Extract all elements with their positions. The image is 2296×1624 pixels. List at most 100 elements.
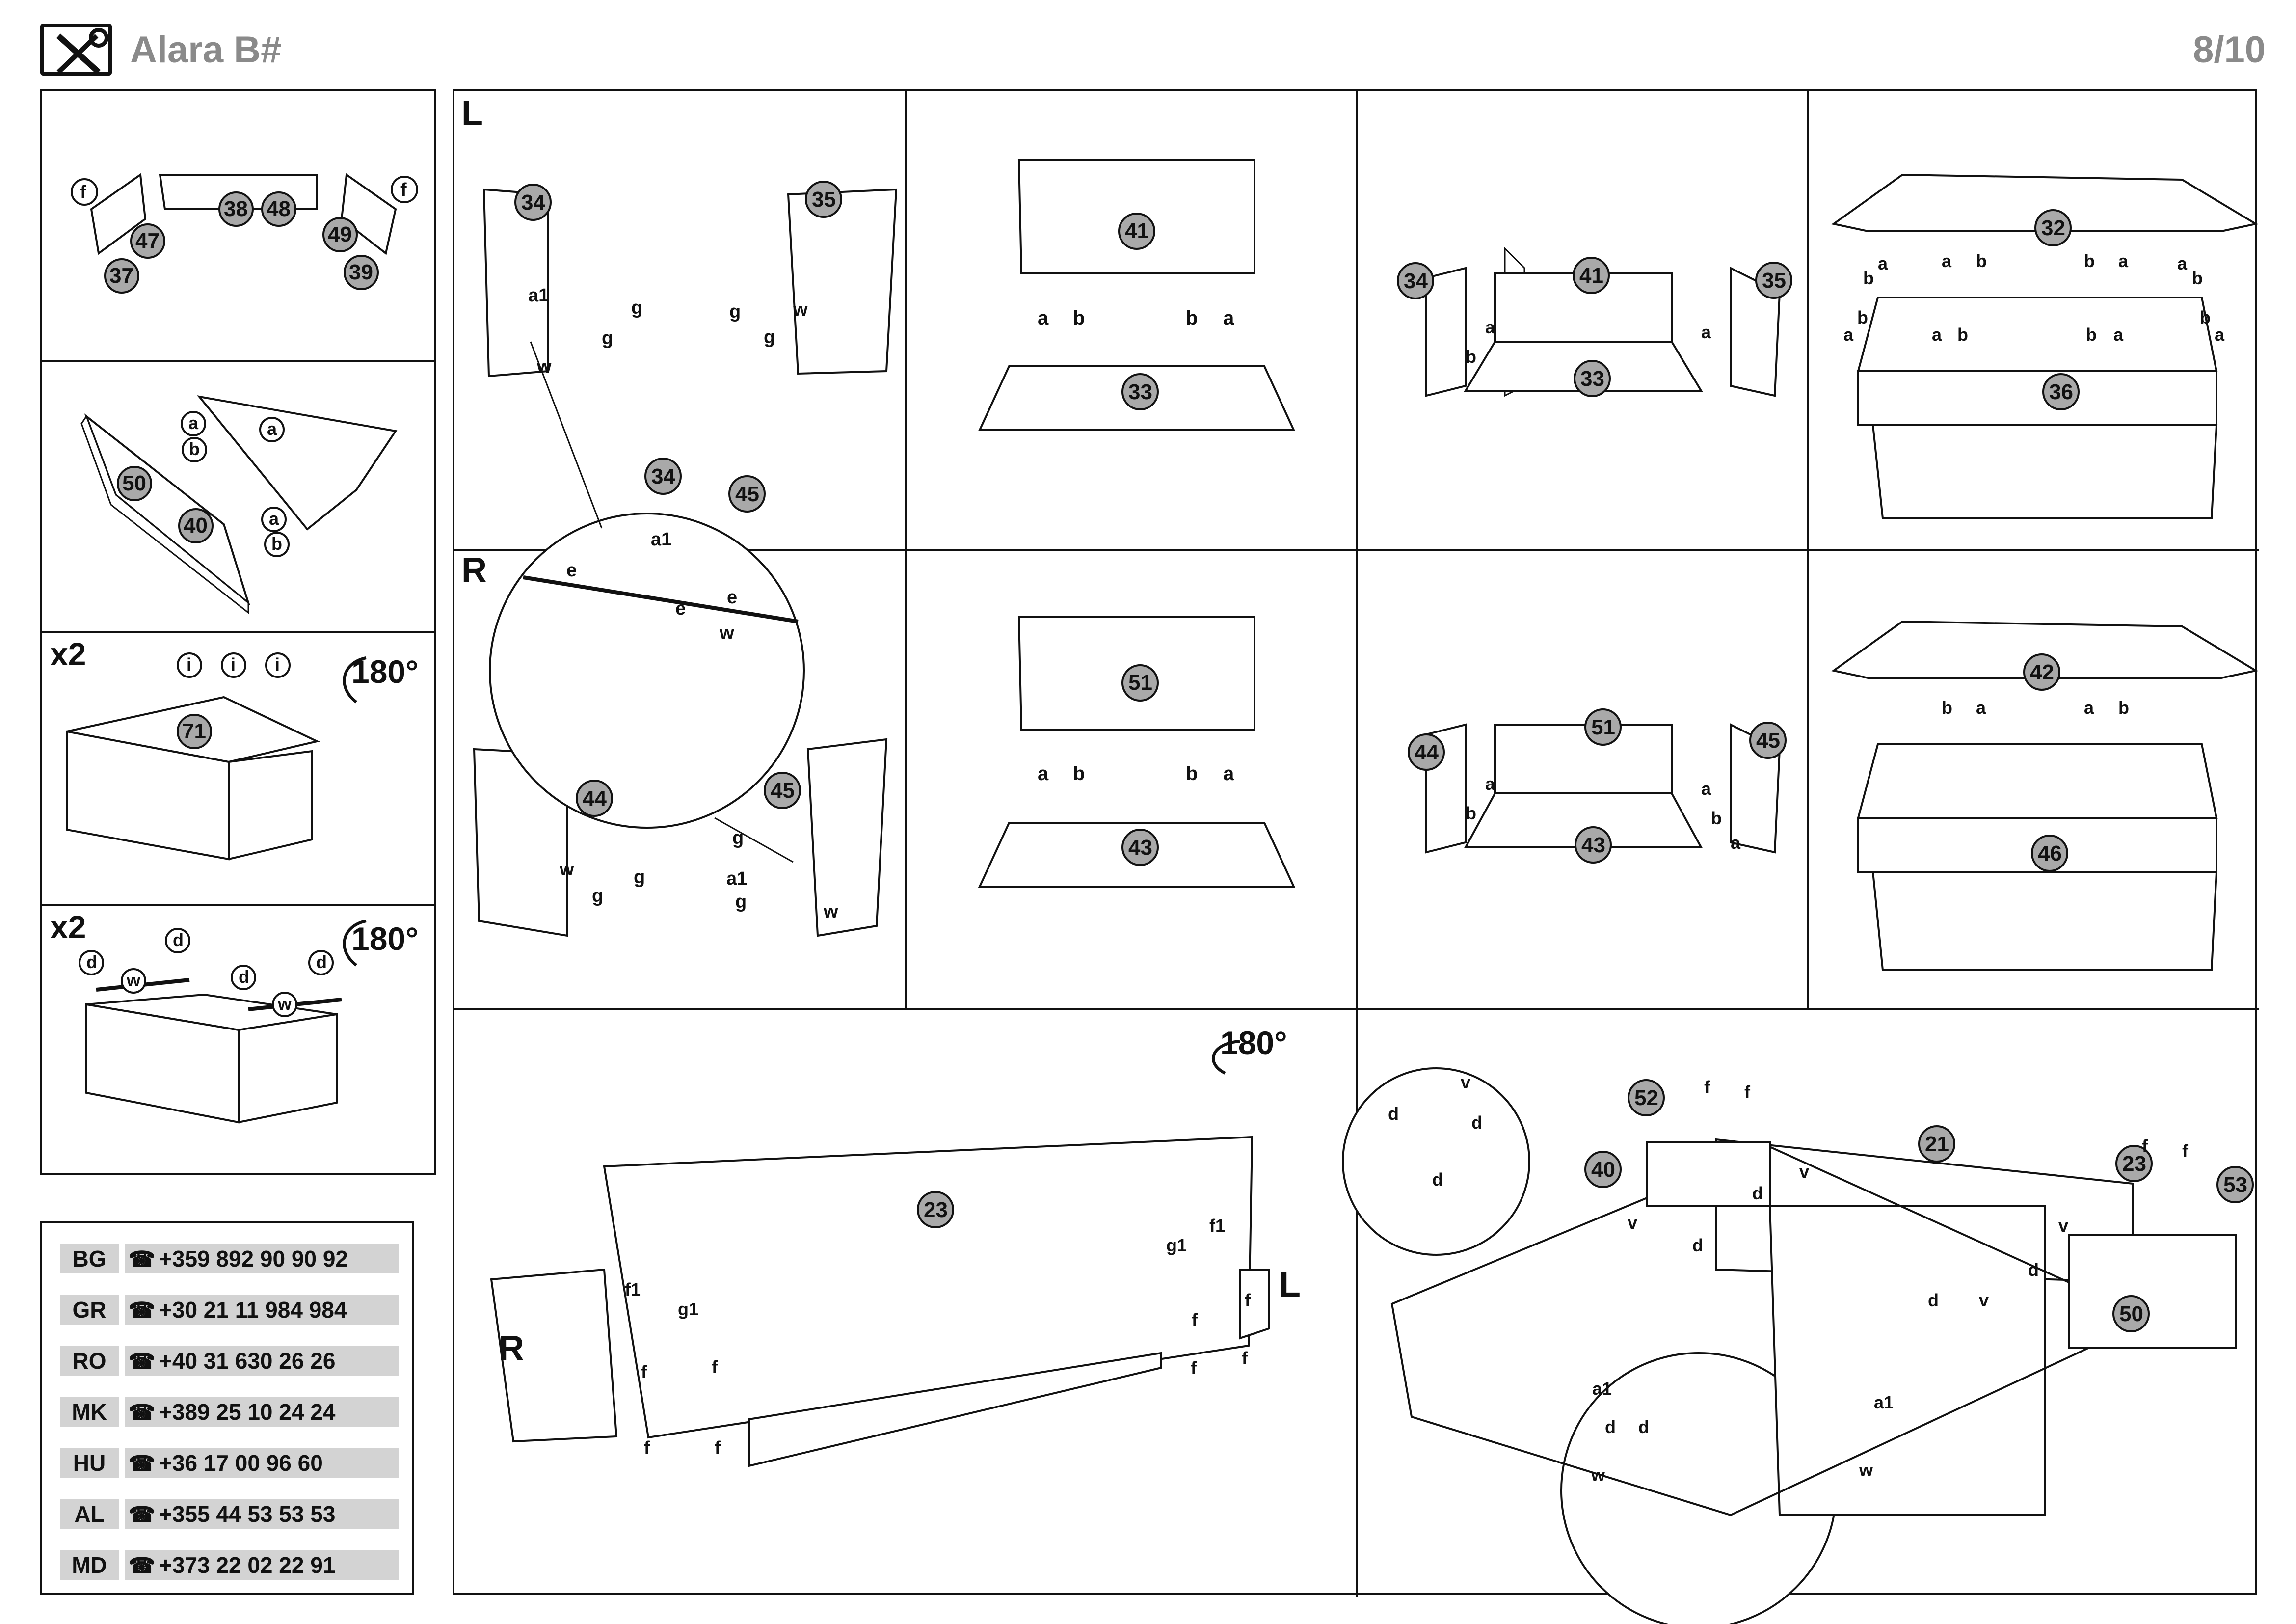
- contact-row: MD ☎+373 22 02 22 91: [60, 1550, 399, 1580]
- hardware-label: a: [269, 509, 279, 529]
- multiplier-label: x2: [50, 909, 86, 945]
- hardware-label: w: [824, 901, 838, 922]
- part-label: 23: [924, 1198, 948, 1222]
- side-label-right: R: [461, 551, 487, 590]
- phone-number: +373 22 02 22 91: [159, 1552, 336, 1578]
- hardware-label: d: [1928, 1290, 1939, 1310]
- hardware-label: a: [2084, 698, 2094, 718]
- hardware-label: a: [2113, 325, 2124, 345]
- hardware-label: d: [1752, 1183, 1763, 1203]
- hardware-label: f1: [1209, 1216, 1226, 1236]
- product-title: Alara B#: [130, 29, 282, 71]
- hardware-label: f: [1192, 1310, 1198, 1330]
- hardware-label: d: [1605, 1417, 1616, 1437]
- hardware-label: a: [1223, 307, 1234, 329]
- hardware-label: g1: [678, 1299, 699, 1319]
- contact-row: RO ☎+40 31 630 26 26: [60, 1346, 399, 1376]
- phone-field: ☎+359 892 90 90 92: [125, 1244, 399, 1273]
- country-code: MK: [60, 1397, 119, 1427]
- side-label-left: L: [461, 94, 483, 133]
- hardware-label: g: [764, 327, 775, 348]
- hardware-label: g: [732, 828, 744, 848]
- hardware-label: b: [1863, 268, 1874, 288]
- hardware-label: e: [566, 560, 577, 581]
- hardware-label: e: [675, 598, 686, 619]
- hardware-label: b: [189, 439, 200, 459]
- hardware-label: v: [2058, 1216, 2069, 1236]
- hardware-label: d: [1471, 1112, 1482, 1133]
- hardware-label: a: [1485, 317, 1495, 337]
- part-label: 47: [135, 229, 160, 253]
- country-code: AL: [60, 1499, 119, 1529]
- hardware-label: w: [127, 970, 141, 990]
- part-label: 35: [812, 188, 836, 212]
- phone-icon: ☎: [128, 1452, 156, 1476]
- part-label: 34: [1404, 269, 1428, 293]
- hardware-label: a: [2215, 325, 2225, 345]
- hardware-label: b: [1466, 347, 1476, 367]
- part-label: 40: [184, 514, 208, 538]
- phone-icon: ☎: [128, 1350, 156, 1374]
- phone-number: +355 44 53 53 53: [159, 1501, 336, 1527]
- part-label: 43: [1581, 833, 1605, 857]
- hardware-label: a: [1038, 763, 1049, 785]
- hardware-label: f: [641, 1362, 647, 1382]
- hardware-label: w: [278, 994, 292, 1014]
- phone-number: +389 25 10 24 24: [159, 1399, 336, 1425]
- hardware-label: f: [1242, 1348, 1248, 1368]
- hardware-label: g: [729, 301, 741, 322]
- part-label: 49: [328, 222, 352, 246]
- hardware-label: v: [1979, 1290, 1989, 1310]
- hardware-label: d: [1638, 1417, 1649, 1437]
- main-grid: L R 34 35 34 45 44 45 a1 g g w g w g a1 …: [453, 89, 2259, 1624]
- hardware-label: a: [1942, 251, 1952, 271]
- country-code: BG: [60, 1244, 119, 1273]
- part-label: 50: [122, 471, 146, 495]
- country-code: HU: [60, 1448, 119, 1478]
- hardware-label: g: [592, 886, 604, 906]
- hardware-label: d: [1388, 1104, 1399, 1124]
- hardware-label: a: [1976, 698, 1986, 718]
- side-label-left: L: [1279, 1265, 1301, 1304]
- hardware-label: a: [1038, 307, 1049, 329]
- hardware-label: b: [2084, 251, 2095, 271]
- hardware-label: b: [1186, 763, 1198, 785]
- hardware-label: i: [231, 654, 236, 675]
- part-label: 39: [349, 260, 373, 284]
- phone-field: ☎+36 17 00 96 60: [125, 1448, 399, 1478]
- step-4-panel: x2 180° d w d d d w: [40, 904, 436, 1175]
- hardware-label: a: [2118, 251, 2129, 271]
- part-label: 38: [224, 197, 248, 221]
- hardware-label: d: [2028, 1260, 2039, 1280]
- phone-icon: ☎: [128, 1503, 156, 1527]
- hardware-label: a1: [726, 868, 748, 889]
- hardware-label: b: [1073, 763, 1085, 785]
- hardware-label: w: [1591, 1465, 1605, 1485]
- hardware-label: f: [2182, 1141, 2188, 1161]
- part-label: 32: [2041, 216, 2065, 240]
- hardware-label: b: [1186, 307, 1198, 329]
- hardware-label: w: [720, 623, 734, 644]
- part-label: 50: [2119, 1302, 2143, 1326]
- part-label: 44: [1415, 740, 1439, 764]
- hardware-label: f: [715, 1437, 721, 1458]
- phone-icon: ☎: [128, 1401, 156, 1425]
- hardware-label: w: [560, 859, 574, 880]
- part-label: 37: [109, 264, 133, 288]
- hardware-label: a1: [1874, 1392, 1894, 1412]
- hardware-label: g: [735, 892, 747, 912]
- phone-field: ☎+373 22 02 22 91: [125, 1550, 399, 1580]
- part-label: 34: [521, 190, 545, 215]
- hardware-label: f: [1744, 1082, 1750, 1102]
- hardware-label: d: [316, 952, 327, 972]
- country-code: MD: [60, 1550, 119, 1580]
- part-label: 35: [1762, 269, 1786, 293]
- hardware-label: d: [86, 952, 97, 972]
- part-label: 48: [267, 197, 291, 221]
- part-label: 46: [2038, 841, 2062, 866]
- phone-field: ☎+30 21 11 984 984: [125, 1295, 399, 1325]
- rotation-label: 180°: [1220, 1025, 1287, 1061]
- contact-row: AL ☎+355 44 53 53 53: [60, 1499, 399, 1529]
- hardware-label: i: [187, 654, 192, 675]
- phone-field: ☎+40 31 630 26 26: [125, 1346, 399, 1376]
